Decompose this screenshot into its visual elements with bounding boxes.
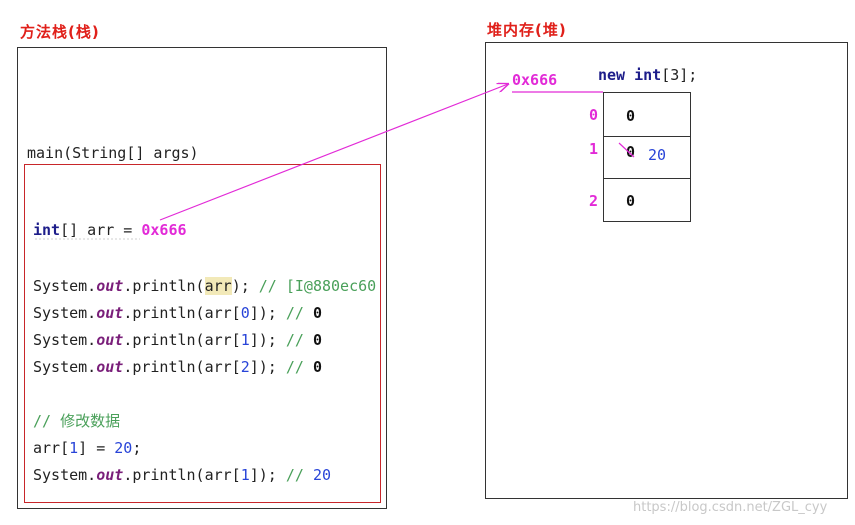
close-token: ]); xyxy=(249,466,277,484)
system-token: System. xyxy=(33,466,97,484)
code-line-print-0: System.out.println(arr[0]); // 0 xyxy=(33,304,322,322)
array-cell-1: 0 20 xyxy=(603,135,691,179)
close-token: ]); xyxy=(249,304,277,322)
system-token: System. xyxy=(33,304,97,322)
comment-token: // xyxy=(276,331,313,349)
code-comment-modify: // 修改数据 xyxy=(33,412,121,430)
array-cell-2: 0 xyxy=(603,178,691,222)
int-keyword: int xyxy=(33,221,61,239)
code-line-print-1: System.out.println(arr[1]); // 0 xyxy=(33,331,322,349)
array-cell-0: 0 xyxy=(603,92,691,137)
main-frame-label: main(String[] args) xyxy=(27,144,199,162)
system-token: System. xyxy=(33,358,97,376)
cell-1-new-value: 20 xyxy=(648,146,667,164)
index-1: 1 xyxy=(240,331,250,349)
main-frame xyxy=(24,164,381,503)
comment-token: // xyxy=(249,277,286,295)
watermark: https://blog.csdn.net/ZGL_cyy xyxy=(633,500,828,515)
hash-value: [I@880ec60 xyxy=(285,277,377,295)
comment-token: // xyxy=(276,466,313,484)
out-token: out xyxy=(96,331,124,349)
int-keyword: int xyxy=(634,66,662,84)
reference-arrow xyxy=(159,84,508,221)
code-line-print-final: System.out.println(arr[1]); // 20 xyxy=(33,466,331,484)
arr-highlight: arr xyxy=(204,277,232,295)
stack-area xyxy=(17,47,387,509)
println-token: .println(arr[ xyxy=(123,304,241,322)
system-token: System. xyxy=(33,277,97,295)
strike-mark xyxy=(618,142,635,158)
arr-token: arr[ xyxy=(33,439,70,457)
result-final: 20 xyxy=(312,466,332,484)
index-1: 1 xyxy=(240,466,250,484)
result-1: 0 xyxy=(312,331,322,349)
index-label-0: 0 xyxy=(589,106,599,124)
println-token: .println( xyxy=(123,277,205,295)
index-label-2: 2 xyxy=(589,192,599,210)
close-token: ]); xyxy=(249,358,277,376)
out-token: out xyxy=(96,466,124,484)
println-token: .println(arr[ xyxy=(123,466,241,484)
out-token: out xyxy=(96,304,124,322)
new-keyword: new xyxy=(598,66,626,84)
comment-token: // xyxy=(276,304,313,322)
result-0: 0 xyxy=(312,304,322,322)
code-line-declaration: int[] arr = 0x666 xyxy=(33,221,187,239)
index-1: 1 xyxy=(69,439,79,457)
out-token: out xyxy=(96,358,124,376)
size-token: [3]; xyxy=(661,66,698,84)
heap-address-label: 0x666 xyxy=(512,71,558,89)
code-line-assign: arr[1] = 20; xyxy=(33,439,141,457)
stack-title: 方法栈(栈) xyxy=(20,23,100,41)
cell-2-value: 0 xyxy=(626,192,636,210)
close-token: ]); xyxy=(249,331,277,349)
assign-token: ] = xyxy=(78,439,115,457)
new-array-expression: new int[3]; xyxy=(598,66,697,84)
code-line-print-arr: System.out.println(arr); // [I@880ec60 xyxy=(33,277,376,295)
heap-area xyxy=(485,42,848,499)
assign-value: 20 xyxy=(114,439,133,457)
index-label-1: 1 xyxy=(589,140,599,158)
cell-0-value: 0 xyxy=(626,107,636,125)
index-0: 0 xyxy=(240,304,250,322)
println-token: .println(arr[ xyxy=(123,331,241,349)
heap-title: 堆内存(堆) xyxy=(487,21,567,39)
decl-address: 0x666 xyxy=(141,221,187,239)
println-token: .println(arr[ xyxy=(123,358,241,376)
code-line-print-2: System.out.println(arr[2]); // 0 xyxy=(33,358,322,376)
close-token: ); xyxy=(231,277,250,295)
out-token: out xyxy=(96,277,124,295)
semicolon-token: ; xyxy=(132,439,142,457)
index-2: 2 xyxy=(240,358,250,376)
result-2: 0 xyxy=(312,358,322,376)
comment-token: // xyxy=(276,358,313,376)
system-token: System. xyxy=(33,331,97,349)
cell-1-old-value: 0 xyxy=(626,143,636,161)
decl-rest: [] arr = xyxy=(60,221,142,239)
